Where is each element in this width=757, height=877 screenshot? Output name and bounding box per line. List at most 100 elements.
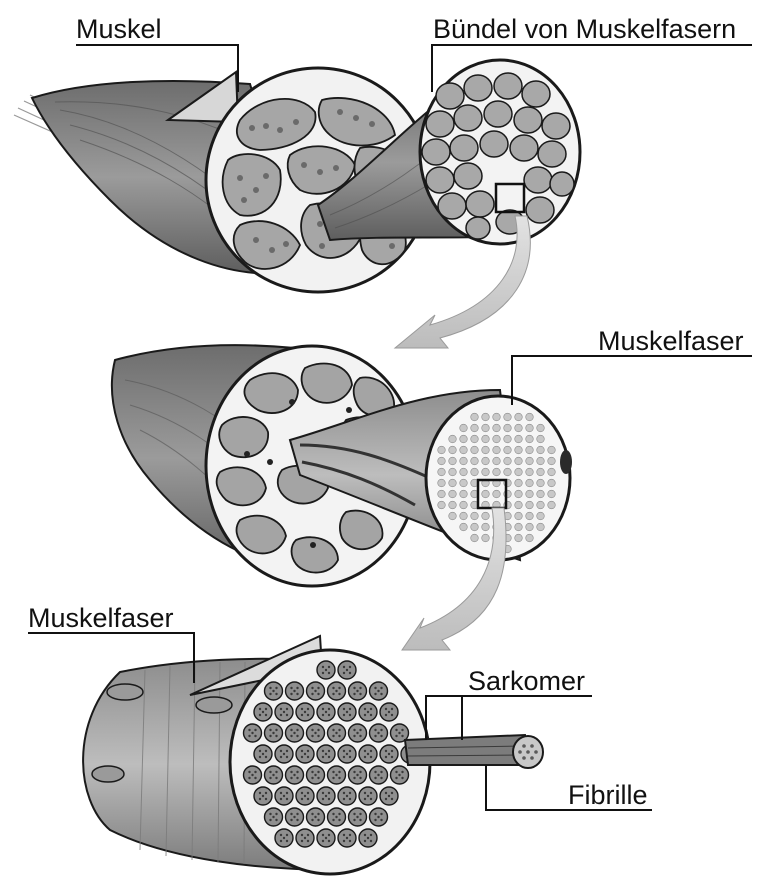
label-muskel-text: Muskel xyxy=(76,14,162,44)
myofibril-dot xyxy=(526,490,534,498)
filament-dot xyxy=(254,777,256,779)
filament-dot xyxy=(374,729,376,731)
myofibril-dot xyxy=(548,468,556,476)
muscle-illustration xyxy=(14,60,580,292)
myofibril-dot xyxy=(515,435,523,443)
filament-dot xyxy=(401,771,403,773)
filament-dot xyxy=(322,834,324,836)
filament-dot xyxy=(290,813,292,815)
filament-dot xyxy=(391,750,393,752)
filament-dot xyxy=(286,792,288,794)
filament-dot xyxy=(317,777,319,779)
filament-dot xyxy=(380,687,382,689)
filament-dot xyxy=(395,771,397,773)
myofibril-dot xyxy=(526,413,534,421)
filament-dot xyxy=(311,777,313,779)
myofibril-dot xyxy=(438,501,446,509)
myofibril-dot xyxy=(537,457,545,465)
filament-dot xyxy=(296,813,298,815)
myofibril-dot xyxy=(471,512,479,520)
filament-dot xyxy=(391,714,393,716)
filament-dot xyxy=(265,750,267,752)
filament-dot xyxy=(311,819,313,821)
filament-dot xyxy=(259,798,261,800)
filament-dot xyxy=(370,840,372,842)
filament-dot xyxy=(290,777,292,779)
filament-dot xyxy=(388,753,390,755)
filament-dot xyxy=(322,750,324,752)
filament-dot xyxy=(335,774,337,776)
myofibril-dot xyxy=(482,468,490,476)
filament-dot xyxy=(272,774,274,776)
filament-dot xyxy=(296,729,298,731)
myofibril-dot xyxy=(537,446,545,454)
filament-dot xyxy=(259,756,261,758)
filament-dot xyxy=(314,732,316,734)
filament-dot xyxy=(377,690,379,692)
filament-dot xyxy=(307,708,309,710)
filament-dot xyxy=(374,735,376,737)
filament-dot xyxy=(328,672,330,674)
filament-dot xyxy=(272,816,274,818)
myofibril-dot xyxy=(537,490,545,498)
filament-dot xyxy=(328,756,330,758)
myofibril-dot xyxy=(537,501,545,509)
filament-dot xyxy=(311,693,313,695)
filament-dot xyxy=(286,756,288,758)
filament-dot xyxy=(367,753,369,755)
filament-dot xyxy=(322,798,324,800)
filament-dot xyxy=(356,774,358,776)
myofibril-dot xyxy=(438,468,446,476)
filament-dot xyxy=(338,813,340,815)
myofibril-dot xyxy=(482,435,490,443)
myofibril-dot xyxy=(515,490,523,498)
filament-dot xyxy=(349,798,351,800)
filament-dot xyxy=(343,840,345,842)
myofibril-dot xyxy=(438,479,446,487)
filament-dot xyxy=(380,771,382,773)
filament-dot xyxy=(364,840,366,842)
filament-dot xyxy=(283,711,285,713)
myofibril-dot xyxy=(460,523,468,531)
filament-dot xyxy=(254,735,256,737)
filament-dot xyxy=(328,834,330,836)
filament-dot xyxy=(269,729,271,731)
filament-dot xyxy=(401,735,403,737)
filament-dot xyxy=(301,756,303,758)
filament-dot xyxy=(322,840,324,842)
filament-dot xyxy=(391,756,393,758)
myofibril-dot xyxy=(515,413,523,421)
filament-dot xyxy=(307,756,309,758)
filament-dot xyxy=(307,834,309,836)
filament-dot xyxy=(328,708,330,710)
filament-dot xyxy=(377,732,379,734)
filament-dot xyxy=(286,840,288,842)
filament-dot xyxy=(304,711,306,713)
filament-dot xyxy=(343,672,345,674)
filament-dot xyxy=(251,774,253,776)
filament-dot xyxy=(338,771,340,773)
filament-dot xyxy=(338,687,340,689)
filament-dot xyxy=(391,708,393,710)
myofibril-dot xyxy=(460,501,468,509)
filament-dot xyxy=(332,687,334,689)
filament-dot xyxy=(280,714,282,716)
filament-dot xyxy=(286,708,288,710)
myofibril-dot xyxy=(515,424,523,432)
filament-dot xyxy=(283,753,285,755)
filament-dot xyxy=(385,792,387,794)
myofibril-dot xyxy=(438,446,446,454)
filament-dot xyxy=(353,693,355,695)
filament-dot xyxy=(332,729,334,731)
myofibril-dot xyxy=(515,479,523,487)
myofibril-dot xyxy=(537,523,545,531)
filament-dot xyxy=(325,795,327,797)
filament-dot xyxy=(359,771,361,773)
filament-dot xyxy=(272,732,274,734)
filament-dot xyxy=(248,735,250,737)
filament-dot xyxy=(398,774,400,776)
myofibril-dot xyxy=(537,468,545,476)
filament-dot xyxy=(370,708,372,710)
myofibril-dot xyxy=(449,479,457,487)
filament-dot xyxy=(401,729,403,731)
